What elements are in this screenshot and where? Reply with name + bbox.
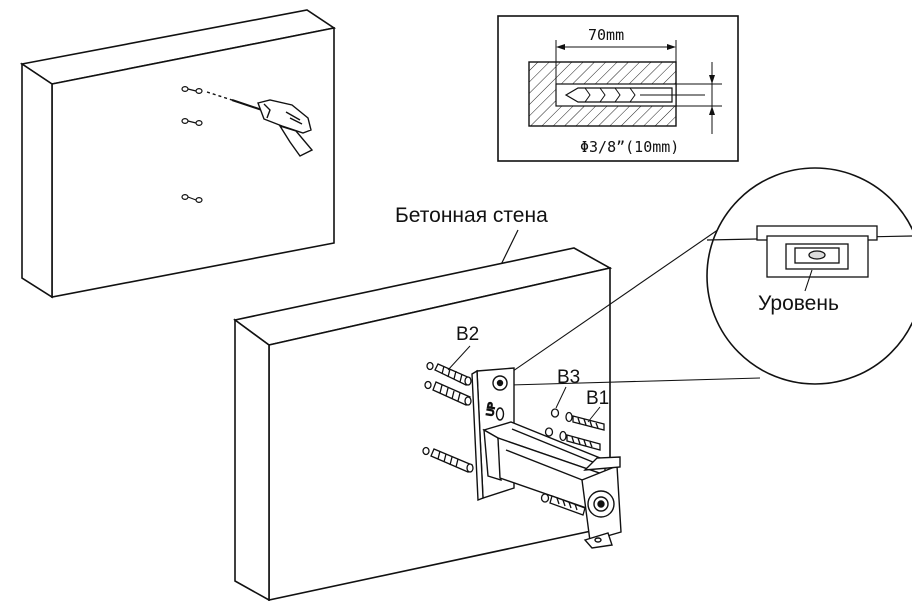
wall-bracket: UP	[471, 367, 622, 549]
hole-bottom	[181, 194, 203, 204]
b2-label: B2	[456, 324, 479, 345]
b1-leader	[587, 406, 601, 423]
diameter-label: Φ3/8”(10mm)	[580, 138, 679, 156]
screw-upper	[550, 408, 605, 431]
main-wall-panel	[233, 247, 613, 601]
level-magnifier: Уровень	[499, 167, 912, 386]
upper-wall-holes	[181, 85, 203, 204]
level-label: Уровень	[758, 292, 839, 315]
drill-icon	[206, 91, 314, 157]
screws-b1	[540, 408, 605, 516]
b3-leader	[555, 386, 567, 409]
up-mark: UP	[485, 401, 498, 417]
depth-label: 70mm	[588, 26, 624, 44]
anchor-middle	[424, 380, 472, 406]
anchor-top	[426, 361, 472, 386]
hole-top	[181, 85, 203, 94]
upper-wall-panel	[19, 9, 337, 299]
concrete-wall-label: Бетонная стена	[395, 204, 548, 227]
anchor-bottom	[422, 446, 474, 473]
b3-label: B3	[557, 367, 580, 388]
screw-middle	[544, 427, 601, 451]
b2-leader	[447, 345, 471, 371]
spirit-level-icon	[756, 225, 878, 278]
b1-label: B1	[586, 388, 609, 409]
hole-detail-box: 70mm Φ3/8”(10mm)	[497, 15, 739, 162]
hole-middle	[181, 117, 203, 126]
screw-lower	[540, 493, 586, 516]
anchors-b2	[422, 361, 474, 473]
